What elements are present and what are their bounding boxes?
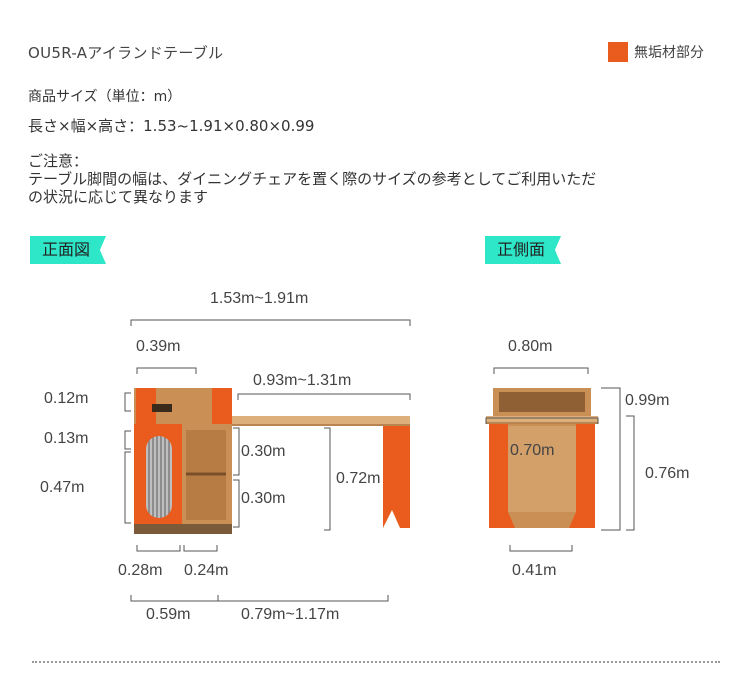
notes-line-2: の状況に応じて異なります [28,188,209,206]
dim-side-table-height: 0.76m [645,465,690,482]
size-line: 長さ×幅×高さ：1.53~1.91×0.80×0.99 [28,117,315,135]
cabinet-base [134,524,232,534]
notes-heading: ご注意： [28,152,89,170]
dim-leg-gap: 0.41m [512,562,557,579]
dim-total-length: 1.53m~1.91m [210,290,309,307]
section-divider [32,661,720,663]
side-left-leg [489,424,515,528]
legend-label: 無垢材部分 [634,45,704,61]
front-island-drawing [134,388,410,534]
dim-shelf-width: 0.24m [184,562,229,579]
dim-shelf-height-upper: 0.30m [241,443,286,460]
legend-swatch [608,42,628,62]
front-view-tag: 正面図 [30,236,107,264]
legend: 無垢材部分 [608,42,704,62]
dim-lower-height: 0.47m [40,479,85,496]
dim-base-width: 0.59m [146,606,191,623]
fluted-glass-panel [146,436,172,518]
side-island-drawing [486,388,598,528]
dim-drawer-height: 0.13m [44,430,89,447]
notes: ご注意： テーブル脚間の幅は、ダイニングチェアを置く際のサイズの参考としてご利用… [28,152,596,206]
dim-shelf-height-lower: 0.30m [241,490,286,507]
dim-door-width: 0.28m [118,562,163,579]
dim-leg-span: 0.79m~1.17m [241,606,340,623]
notes-line-1: テーブル脚間の幅は、ダイニングチェアを置く際のサイズの参考としてご利用いただ [28,170,597,188]
extension-tabletop [218,416,410,426]
dim-total-height: 0.99m [625,392,670,409]
table-leg [383,426,410,528]
side-view-tag: 正側面 [485,236,562,264]
dim-top-height: 0.12m [44,390,89,407]
side-tabletop [486,416,598,424]
dim-inner-depth: 0.70m [510,442,555,459]
dim-extension-length: 0.93m~1.31m [253,372,352,389]
side-right-leg [569,424,595,528]
dim-depth: 0.80m [508,338,553,355]
dim-table-height: 0.72m [336,470,381,487]
product-title: OU5R-Aアイランドテーブル [28,44,224,62]
dim-cabinet-width: 0.39m [136,338,181,355]
size-heading: 商品サイズ（単位：m） [28,89,182,105]
